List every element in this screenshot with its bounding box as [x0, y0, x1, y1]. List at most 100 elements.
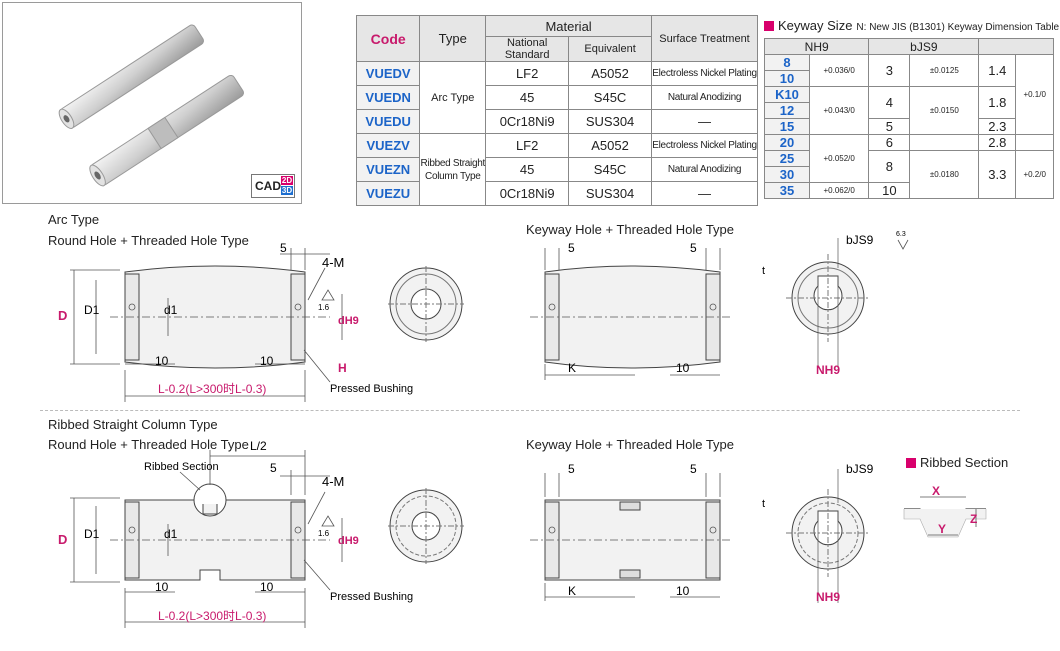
- n-tol: +0.062/0: [808, 182, 870, 199]
- equivalent-cell: A5052: [568, 61, 652, 86]
- arc-round-drawing: D D1 d1 dH9 H 1.6 4-M 5 10 10 L-0.2(L>30…: [58, 241, 413, 402]
- code-cell: VUEDU: [355, 109, 421, 134]
- table-row: VUEZU 0Cr18Ni9 SUS304 —: [355, 181, 758, 206]
- dim-K: K: [568, 361, 576, 375]
- national-cell: 0Cr18Ni9: [485, 109, 570, 134]
- dim-10-right: 10: [260, 580, 274, 594]
- arc-keyway-subtitle: Keyway Hole + Threaded Hole Type: [526, 222, 735, 237]
- arc-round-subtitle: Round Hole + Threaded Hole Type: [48, 233, 249, 248]
- b-tol: ±0.0150: [909, 86, 980, 135]
- t-tol: +0.2/0: [1015, 150, 1054, 199]
- surface-cell: Electroless Nickel Plating: [651, 61, 758, 86]
- header-national: National Standard: [485, 36, 570, 62]
- b-value: 8: [868, 150, 911, 183]
- n-value: 8: [764, 54, 810, 71]
- code-cell: VUEZU: [355, 181, 421, 206]
- n-tol: +0.036/0: [808, 54, 870, 87]
- pressed-bushing-label: Pressed Bushing: [330, 383, 413, 395]
- code-cell: VUEZV: [355, 133, 421, 158]
- section-square-icon: [906, 458, 916, 468]
- ribbed-round-drawing: D D1 d1 dH9 1.6 4-M L/2 5 Ribbed Section…: [58, 440, 413, 628]
- b-value: 4: [868, 86, 911, 119]
- dim-10-left: 10: [155, 580, 169, 594]
- dim-D1: D1: [84, 527, 100, 541]
- header-code: Code: [355, 15, 421, 62]
- header-type: Type: [419, 15, 487, 62]
- keyway-note: N: New JIS (B1301) Keyway Dimension Tabl…: [856, 22, 1060, 33]
- arc-round-end-view: [388, 266, 464, 342]
- ribbed-type-title: Ribbed Straight Column Type: [48, 417, 218, 432]
- dim-d1: d1: [164, 303, 178, 317]
- cad-3d-tag[interactable]: 3D: [281, 186, 293, 195]
- n-value: 35: [764, 182, 810, 199]
- equivalent-cell: SUS304: [568, 181, 652, 206]
- national-cell: 0Cr18Ni9: [485, 181, 570, 206]
- product-photo: CAD 2D 3D: [2, 2, 302, 204]
- ribbed-section-detail: X Y Z: [903, 484, 987, 538]
- ribbed-round-end-view: [388, 488, 464, 564]
- roughness-6-3: 6.3: [896, 231, 906, 238]
- n-value: 15: [764, 118, 810, 135]
- dim-NH9: NH9: [816, 590, 840, 604]
- keyway-table: NH9 bJS9 8 +0.036/0 3 ±0.0125 1.4 +0.1/0…: [763, 38, 1054, 199]
- arc-keyway-end-view: bJS9 6.3 t NH9: [762, 231, 909, 377]
- t-value: 2.8: [978, 134, 1017, 151]
- section-divider: [40, 410, 1020, 411]
- arc-type-title: Arc Type: [48, 212, 100, 227]
- type-cell: Ribbed Straight Column Type: [419, 133, 487, 206]
- surface-cell: Natural Anodizing: [651, 157, 758, 182]
- dim-X: X: [932, 484, 940, 498]
- equivalent-cell: S45C: [568, 157, 652, 182]
- b-value: 10: [868, 182, 911, 199]
- surface-cell: Natural Anodizing: [651, 85, 758, 110]
- national-cell: 45: [485, 157, 570, 182]
- dim-Y: Y: [938, 522, 946, 536]
- ribbed-keyway-end-view: bJS9 t NH9: [762, 462, 874, 604]
- dim-10-left: 10: [155, 354, 169, 368]
- national-cell: LF2: [485, 61, 570, 86]
- dim-t: t: [762, 265, 765, 277]
- length-tolerance: L-0.2(L>300时L-0.3): [158, 609, 266, 623]
- dim-10: 10: [676, 584, 690, 598]
- b-value: 6: [868, 134, 911, 151]
- cad-label: CAD: [255, 179, 281, 193]
- n-value: 25: [764, 150, 810, 167]
- material-table: Code Type Material Surface Treatment Nat…: [355, 15, 758, 206]
- code-cell: VUEZN: [355, 157, 421, 182]
- dim-dH9: dH9: [338, 315, 359, 327]
- type-cell: Arc Type: [419, 61, 487, 134]
- table-row: VUEDV Arc Type LF2 A5052 Electroless Nic…: [355, 61, 758, 134]
- surface-cell: Electroless Nickel Plating: [651, 133, 758, 158]
- t-value: 2.3: [978, 118, 1017, 135]
- dim-bJS9: bJS9: [846, 233, 874, 247]
- dim-D: D: [58, 308, 67, 323]
- dim-H: H: [338, 361, 347, 375]
- header-surface: Surface Treatment: [651, 15, 758, 62]
- dim-K: K: [568, 584, 576, 598]
- b-value: 3: [868, 54, 911, 87]
- dim-4M: 4-M: [322, 474, 344, 489]
- cad-badge[interactable]: CAD 2D 3D: [251, 174, 295, 198]
- n-value: 30: [764, 166, 810, 183]
- t-value: 1.8: [978, 86, 1017, 119]
- table-row: VUEZV Ribbed Straight Column Type LF2 A5…: [355, 133, 758, 206]
- dim-d1: d1: [164, 527, 178, 541]
- dim-bJS9: bJS9: [846, 462, 874, 476]
- n-value: K10: [764, 86, 810, 103]
- n-value: 10: [764, 70, 810, 87]
- ribbed-section-callout: Ribbed Section: [144, 461, 219, 473]
- arc-body: [124, 265, 306, 369]
- cad-2d-tag[interactable]: 2D: [281, 176, 293, 185]
- kw-header-n: NH9: [763, 38, 870, 55]
- code-cell: VUEDV: [355, 61, 421, 86]
- dim-10-right: 10: [260, 354, 274, 368]
- national-cell: 45: [485, 85, 570, 110]
- ribbed-keyway-drawing: 5 5 K 10: [530, 462, 730, 601]
- dim-5-left: 5: [568, 241, 575, 255]
- dim-5-right: 5: [690, 462, 697, 476]
- dim-dH9: dH9: [338, 535, 359, 547]
- header-material: Material: [485, 15, 652, 37]
- t-value: 3.3: [978, 150, 1017, 199]
- header-equivalent: Equivalent: [568, 36, 652, 62]
